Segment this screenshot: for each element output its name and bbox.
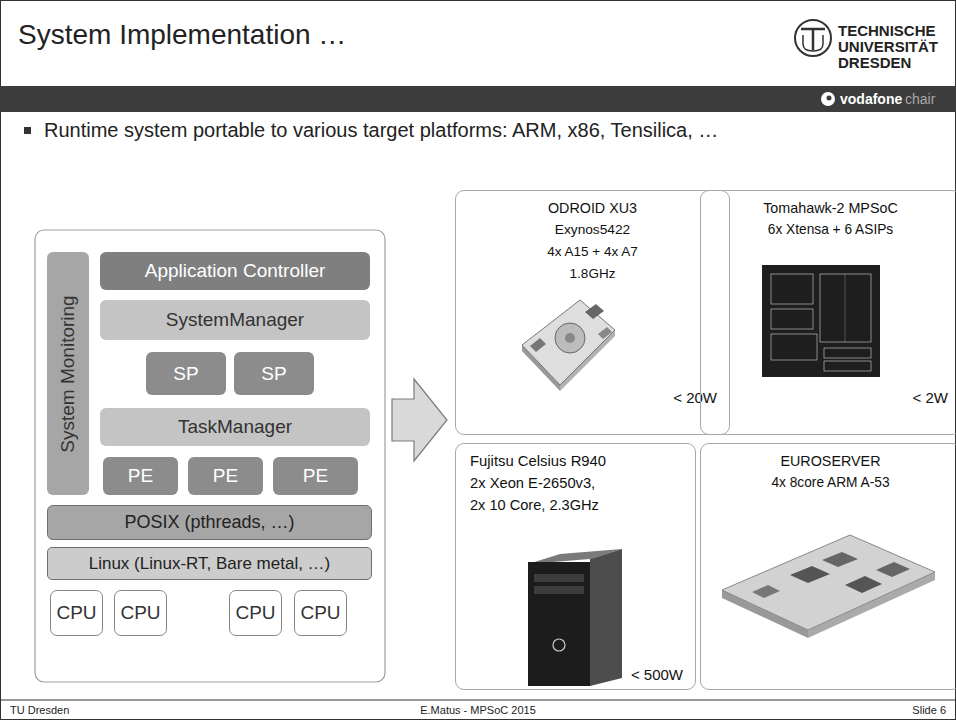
tomahawk-chip: [762, 265, 880, 377]
controller-box: Application Controller: [100, 252, 370, 290]
os-layer: Linux (Linux-RT, Bare metal, …): [47, 547, 372, 580]
header-bar: [0, 86, 956, 112]
cpu-box: CPU: [50, 590, 103, 636]
bullet-marker: [24, 127, 31, 134]
footer-rule: [0, 700, 956, 701]
footer-text: Slide 6: [912, 704, 946, 716]
box-label: CPU: [235, 602, 275, 624]
box-label: SystemManager: [166, 309, 304, 331]
box-label: SP: [173, 363, 198, 385]
spec-line: 2x Xeon E-2650v3,: [470, 472, 689, 494]
vodafone-symbol: [821, 92, 835, 106]
workstation-tower: [528, 549, 622, 686]
api-layer: POSIX (pthreads, …): [47, 505, 372, 540]
spec-line: 2x 10 Core, 2.3GHz: [470, 494, 689, 516]
box-label: TaskManager: [178, 416, 292, 438]
logo-text: DRESDEN: [838, 54, 911, 71]
monitoring-band: System Monitoring: [47, 252, 89, 495]
spec-line: ODROID XU3: [462, 197, 723, 219]
manager-box: SystemManager: [100, 300, 370, 340]
box-label: Linux (Linux-RT, Bare metal, …): [89, 554, 331, 574]
power-rating: < 500W: [631, 666, 683, 683]
box-label: SP: [261, 363, 286, 385]
cpu-box: CPU: [294, 590, 347, 636]
footer-text: TU Dresden: [10, 704, 69, 716]
logo-text: UNIVERSITÄT: [838, 38, 938, 55]
box-label: CPU: [300, 602, 340, 624]
runtime-stack-frame: [35, 230, 385, 682]
university-logo: [795, 20, 831, 56]
sponsor-text: chair: [905, 91, 935, 107]
box-label: CPU: [120, 602, 160, 624]
spec-line: 4x 8core ARM A-53: [707, 472, 954, 494]
pe-box: PE: [188, 457, 263, 495]
power-rating: < 2W: [913, 389, 948, 406]
box-label: Application Controller: [145, 260, 326, 282]
sp-box: SP: [234, 352, 314, 395]
spec-line: Tomahawk-2 MPSoC: [707, 197, 954, 219]
spec-line: 1.8GHz: [462, 263, 723, 285]
box-label: CPU: [56, 602, 96, 624]
box-label: POSIX (pthreads, …): [124, 512, 294, 533]
power-rating: < 20W: [673, 389, 717, 406]
sp-box: SP: [146, 352, 226, 395]
spec-line: 4x A15 + 4x A7: [462, 241, 723, 263]
box-label: System Monitoring: [57, 295, 79, 452]
box-label: PE: [213, 465, 238, 487]
pe-box: PE: [103, 457, 178, 495]
bullet-text: Runtime system portable to various targe…: [44, 119, 718, 142]
pe-box: PE: [273, 457, 358, 495]
spec-line: EUROSERVER: [707, 450, 954, 472]
odroid-board: [522, 300, 615, 391]
platform-card: EUROSERVER4x 8core ARM A-53: [700, 443, 956, 690]
spec-line: Fujitsu Celsius R940: [470, 450, 689, 472]
box-label: PE: [303, 465, 328, 487]
spec-line: Exynos5422: [462, 219, 723, 241]
platform-card: Fujitsu Celsius R9402x Xeon E-2650v3,2x …: [455, 443, 696, 690]
manager-box: TaskManager: [100, 408, 370, 446]
box-label: PE: [128, 465, 153, 487]
platform-card: ODROID XU3Exynos54224x A15 + 4x A71.8GHz…: [455, 190, 730, 435]
euroserver-board: [722, 535, 935, 638]
spec-line: 6x Xtensa + 6 ASIPs: [707, 219, 954, 241]
cpu-box: CPU: [229, 590, 282, 636]
platform-card: Tomahawk-2 MPSoC6x Xtensa + 6 ASIPs < 2W: [700, 190, 956, 435]
cpu-box: CPU: [114, 590, 167, 636]
sponsor-text: vodafone: [840, 91, 902, 107]
block-arrow: [392, 379, 447, 461]
logo-text: TECHNISCHE: [838, 22, 936, 39]
footer-text: E.Matus - MPSoC 2015: [420, 704, 536, 716]
slide-title: System Implementation …: [18, 19, 346, 51]
